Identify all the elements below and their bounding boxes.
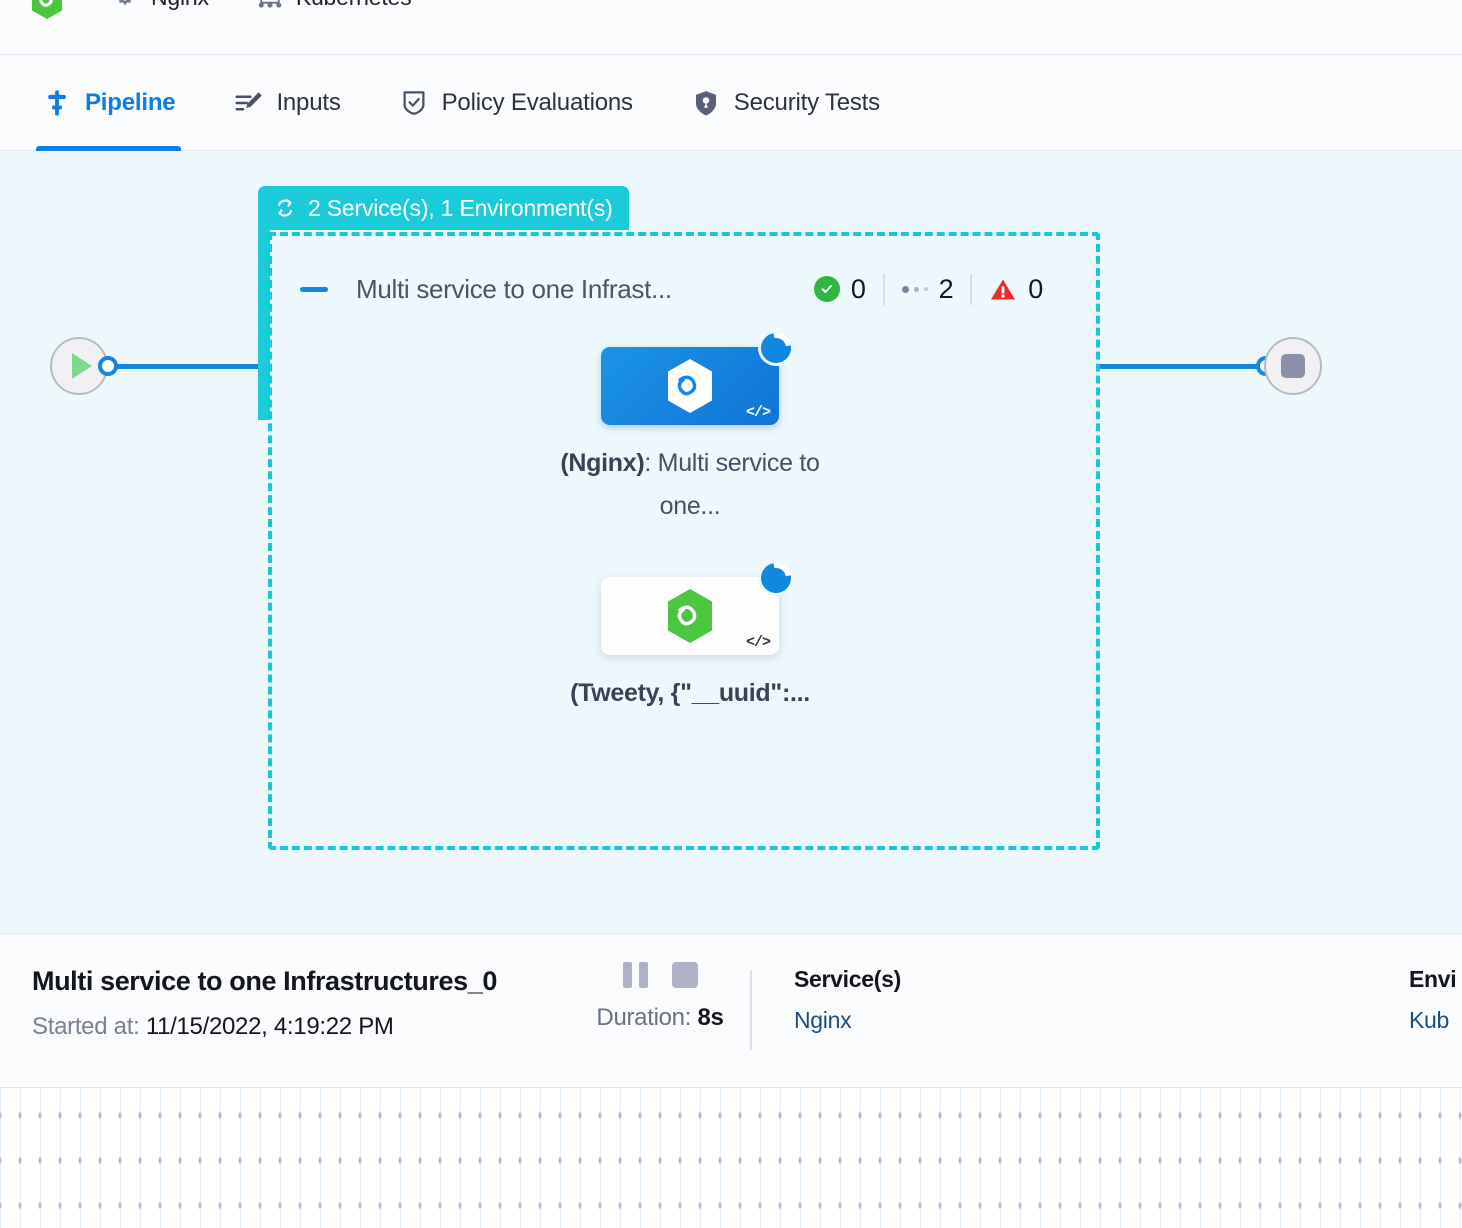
- breadcrumb-bar: Nginx Kubernetes: [0, 0, 1462, 55]
- environments-heading: Envi: [1408, 966, 1457, 992]
- group-header: Multi service to one Infrast... 0 2 0: [300, 266, 1060, 312]
- repeat-loop-icon: [278, 199, 292, 217]
- duration-value: 8s: [697, 1004, 724, 1031]
- node-label-nginx: (Nginx): Multi service to one...: [540, 442, 840, 527]
- detail-column-services: Service(s) Nginx: [752, 934, 901, 1034]
- breadcrumb-item-logo[interactable]: [30, 0, 64, 20]
- node-label-rest: : Multi service to one...: [644, 449, 820, 520]
- play-icon: [72, 353, 92, 379]
- duration-text: Duration: 8s: [570, 1004, 750, 1032]
- policy-shield-check-icon: [403, 90, 425, 115]
- pipeline-node-tweety[interactable]: </> (Tweety, {"__uuid":...: [540, 557, 840, 715]
- infrastructure-icon: [258, 0, 282, 8]
- stop-icon[interactable]: [671, 962, 698, 988]
- group-boundary: [268, 232, 1100, 850]
- tab-label-pipeline: Pipeline: [85, 88, 176, 116]
- code-icon: </>: [745, 404, 771, 421]
- execution-controls: [570, 962, 750, 988]
- divider: [750, 970, 752, 1050]
- tab-label-inputs: Inputs: [276, 88, 341, 116]
- check-circle-icon: [813, 276, 840, 302]
- tab-pipeline[interactable]: Pipeline: [36, 55, 182, 151]
- status-running: 2: [882, 273, 971, 305]
- duration-label: Duration:: [596, 1004, 692, 1031]
- pipeline-end-node[interactable]: [1264, 337, 1322, 395]
- warning-triangle-icon: [991, 279, 1016, 299]
- services-heading: Service(s): [794, 966, 901, 992]
- service-link-nginx[interactable]: Nginx: [794, 1007, 852, 1033]
- tab-label-security-tests: Security Tests: [733, 88, 880, 116]
- detail-title: Multi service to one Infrastructures_0: [32, 966, 497, 996]
- breadcrumb-item-nginx[interactable]: Nginx: [110, 0, 209, 12]
- node-label-bold: (Nginx): [560, 449, 645, 477]
- environment-link-kubernetes[interactable]: Kub: [1408, 1007, 1449, 1033]
- execution-detail-panel: Multi service to one Infrastructures_0 S…: [0, 933, 1462, 1088]
- started-at-label: Started at:: [32, 1013, 140, 1040]
- inputs-icon: [235, 91, 263, 110]
- pipeline-canvas[interactable]: 2 Service(s), 1 Environment(s) Multi ser…: [0, 151, 1462, 933]
- wire-start-to-group: [114, 364, 269, 369]
- tab-inputs[interactable]: Inputs: [227, 55, 346, 151]
- detail-started-at: Started at: 11/15/2022, 4:19:22 PM: [32, 1013, 570, 1041]
- pipeline-node-nginx[interactable]: </> (Nginx): Multi service to one...: [540, 327, 840, 527]
- group-rail: [258, 230, 270, 420]
- detail-duration: Duration: 8s: [570, 934, 750, 1032]
- harness-hexagon-logo: [32, 0, 62, 19]
- node-label-tweety: (Tweety, {"__uuid":...: [540, 672, 840, 715]
- dot-grid-canvas[interactable]: [0, 1088, 1462, 1228]
- detail-main: Multi service to one Infrastructures_0 S…: [0, 934, 570, 1041]
- breadcrumb-item-kubernetes[interactable]: Kubernetes: [255, 0, 412, 12]
- tab-bar: Pipeline Inputs Policy Evaluations Secur…: [0, 55, 1462, 151]
- security-shield-icon: [695, 90, 716, 115]
- detail-column-environments: Envi Kub: [1367, 934, 1457, 1034]
- tab-label-policy-evaluations: Policy Evaluations: [441, 88, 633, 116]
- status-success: 0: [797, 274, 883, 305]
- node-card[interactable]: </>: [601, 327, 797, 425]
- service-hexagon-icon: [668, 359, 712, 413]
- breadcrumb-label-kubernetes: Kubernetes: [296, 0, 412, 11]
- node-label-bold: (Tweety, {"__uuid":...: [570, 679, 810, 707]
- wire-group-to-end: [1100, 364, 1262, 369]
- running-dots-icon: [901, 285, 928, 293]
- gear-icon: [118, 0, 132, 6]
- group-badge-label: 2 Service(s), 1 Environment(s): [308, 194, 613, 221]
- pause-icon[interactable]: [622, 962, 648, 988]
- group-title: Multi service to one Infrast...: [356, 273, 672, 304]
- code-icon: </>: [745, 634, 771, 651]
- tab-security-tests[interactable]: Security Tests: [685, 55, 886, 151]
- node-card[interactable]: </>: [601, 557, 797, 655]
- status-success-count: 0: [850, 273, 866, 304]
- started-at-value: 11/15/2022, 4:19:22 PM: [145, 1013, 394, 1040]
- status-running-count: 2: [938, 273, 954, 304]
- service-hexagon-icon: [668, 589, 712, 643]
- pipeline-icon: [48, 90, 66, 115]
- group-badge[interactable]: 2 Service(s), 1 Environment(s): [258, 186, 629, 230]
- status-error-count: 0: [1028, 273, 1043, 304]
- status-error: 0: [970, 273, 1060, 305]
- tab-policy-evaluations[interactable]: Policy Evaluations: [393, 55, 639, 151]
- breadcrumb-label-nginx: Nginx: [151, 0, 209, 11]
- stop-icon: [1281, 354, 1305, 378]
- group-status-strip: 0 2 0: [797, 269, 1060, 309]
- collapse-toggle-icon[interactable]: [300, 286, 328, 292]
